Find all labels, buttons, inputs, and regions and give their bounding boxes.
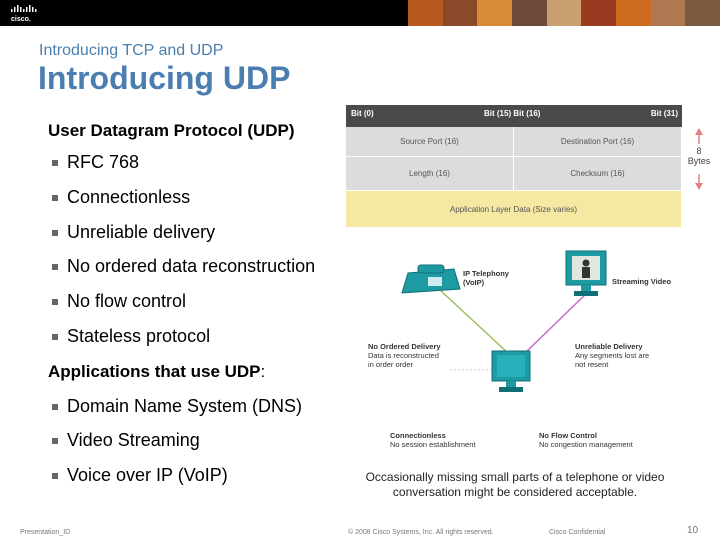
header-photo — [581, 0, 617, 26]
bullet-text: Unreliable delivery — [67, 222, 216, 242]
unreliable-line: not resent — [575, 360, 609, 369]
bullet-item: No ordered data reconstruction — [52, 256, 315, 277]
destination-port-cell: Destination Port (16) — [514, 127, 682, 156]
header-photo — [408, 0, 443, 26]
bullet-item: Domain Name System (DNS) — [52, 396, 302, 417]
bit-0-label: Bit (0) — [351, 109, 374, 118]
length-cell: Length (16) — [346, 157, 514, 190]
udp-header-table: Source Port (16) Destination Port (16) L… — [346, 127, 682, 227]
unreliable-line: Any segments lost are — [575, 351, 650, 360]
bit-31-label: Bit (31) — [650, 109, 678, 118]
bullet-text: No flow control — [67, 291, 187, 311]
bullet-square-icon — [52, 472, 58, 479]
illustration-caption: Occasionally missing small parts of a te… — [365, 470, 665, 499]
header-photo — [616, 0, 651, 26]
bullet-square-icon — [52, 159, 58, 166]
bytes-word: Bytes — [687, 156, 711, 166]
applications-heading: Applications that use UDP: — [48, 362, 265, 382]
bytes-arrow-icon — [695, 128, 703, 190]
bullet-square-icon — [52, 437, 58, 444]
footer-confidential: Cisco Confidential — [549, 529, 606, 536]
header-photo — [512, 0, 547, 26]
applications-heading-text: Applications that use UDP — [48, 362, 261, 381]
page-number: 10 — [687, 525, 699, 536]
connectionless-line: No session establishment — [390, 440, 476, 449]
ip-phone-icon — [401, 264, 461, 294]
no-flow-line: No congestion management — [539, 440, 633, 449]
app-data-cell: Application Layer Data (Size varies) — [346, 191, 682, 227]
table-row: Length (16) Checksum (16) — [346, 157, 682, 190]
cisco-logo-icon: cisco. — [11, 5, 37, 23]
no-ordered-line: in order order — [368, 360, 414, 369]
ip-telephony-line: IP Telephony — [463, 269, 509, 278]
no-ordered-line: Data is reconstructed — [368, 351, 439, 360]
bullet-text: Domain Name System (DNS) — [67, 396, 303, 416]
bullet-square-icon — [52, 298, 58, 305]
bit-15-16-label: Bit (15) Bit (16) — [484, 109, 541, 118]
udp-header-bit-ruler: Bit (0) Bit (15) Bit (16) Bit (31) — [346, 105, 682, 127]
source-port-cell: Source Port (16) — [346, 127, 514, 156]
bullet-text: Voice over IP (VoIP) — [67, 465, 228, 485]
bullet-text: No ordered data reconstruction — [67, 256, 316, 276]
bullet-item: Video Streaming — [52, 430, 200, 451]
bullet-item: Connectionless — [52, 187, 190, 208]
video-monitor-icon — [565, 250, 607, 296]
bullet-text: Stateless protocol — [67, 326, 211, 346]
bullet-text: Connectionless — [67, 187, 191, 207]
header-photo — [685, 0, 720, 26]
bullet-item: Unreliable delivery — [52, 222, 215, 243]
bullet-square-icon — [52, 194, 58, 201]
bullet-item: Stateless protocol — [52, 326, 210, 347]
no-flow-title: No Flow Control — [539, 431, 597, 440]
table-row: Application Layer Data (Size varies) — [346, 191, 682, 227]
table-row: Source Port (16) Destination Port (16) — [346, 127, 682, 157]
bullet-square-icon — [52, 229, 58, 236]
unreliable-title: Unreliable Delivery — [575, 342, 643, 351]
bullet-square-icon — [52, 333, 58, 340]
udp-network-illustration: IP Telephony(VoIP) Streaming Video No Or… — [350, 245, 690, 465]
applications-heading-colon: : — [260, 362, 266, 381]
streaming-video-label: Streaming Video — [612, 277, 672, 286]
connectionless-title: Connectionless — [390, 431, 446, 440]
slide-title: Introducing UDP — [38, 60, 291, 96]
header-photo — [546, 0, 582, 26]
logo-text: cisco. — [11, 16, 31, 23]
server-monitor-icon — [491, 350, 531, 392]
slide-subtitle: Introducing TCP and UDP — [39, 42, 224, 59]
header-photo — [650, 0, 686, 26]
header-photo — [477, 0, 513, 26]
bullet-square-icon — [52, 263, 58, 270]
ip-telephony-line: (VoIP) — [463, 278, 485, 287]
footer-presentation-id: Presentation_ID — [20, 529, 71, 536]
bullet-square-icon — [52, 403, 58, 410]
header-photo — [442, 0, 478, 26]
bytes-number: 8 — [696, 146, 702, 156]
checksum-cell: Checksum (16) — [514, 157, 682, 190]
bullet-item: Voice over IP (VoIP) — [52, 465, 228, 486]
bullet-text: RFC 768 — [67, 152, 140, 172]
no-ordered-title: No Ordered Delivery — [368, 342, 441, 351]
lead-heading: User Datagram Protocol (UDP) — [48, 121, 295, 140]
footer-copyright: © 2008 Cisco Systems, Inc. All rights re… — [348, 529, 494, 536]
bullet-item: RFC 768 — [52, 152, 139, 173]
top-banner: cisco. — [0, 0, 720, 26]
bullet-text: Video Streaming — [67, 430, 200, 450]
bullet-item: No flow control — [52, 291, 186, 312]
header-photo-strip — [408, 0, 720, 26]
ip-telephony-label: IP Telephony(VoIP) — [463, 269, 509, 287]
